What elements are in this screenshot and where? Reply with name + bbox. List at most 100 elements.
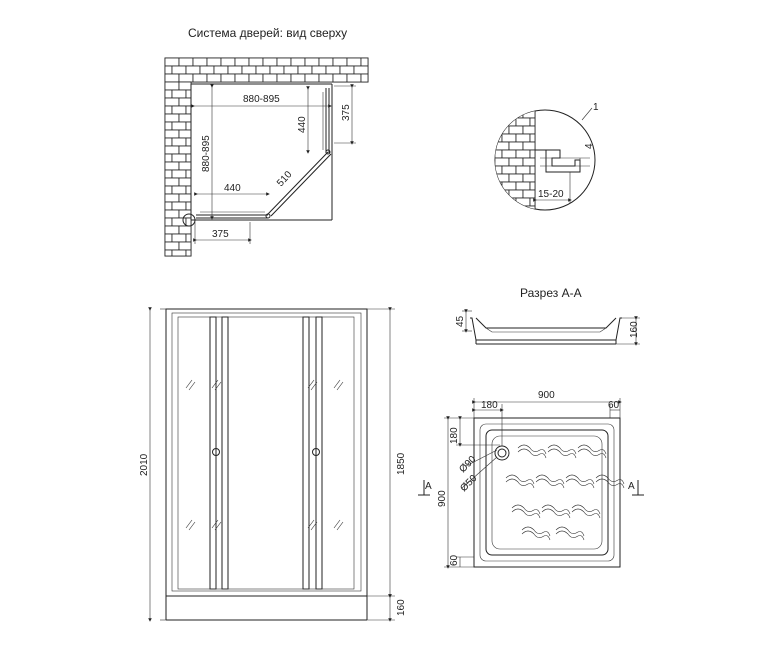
dim-tray-right-margin: 60 [608, 400, 620, 411]
brick [185, 169, 192, 179]
glass-mark [214, 521, 222, 531]
brick [171, 121, 187, 131]
glass-mark [188, 521, 196, 531]
brick [529, 197, 536, 207]
brick [164, 153, 173, 163]
brick [185, 105, 192, 115]
glass-mark [336, 381, 344, 391]
brick [178, 161, 192, 171]
dim-glass-height: 1850 [396, 452, 407, 475]
brick [178, 177, 192, 187]
dim-drain-inner: Ø50 [458, 473, 479, 494]
brick [164, 241, 180, 251]
brick [522, 125, 536, 135]
brick [164, 217, 173, 227]
brick [164, 249, 173, 257]
dim-tray-depth: 900 [437, 490, 448, 507]
brick [248, 57, 264, 67]
brick [164, 201, 173, 211]
brick [515, 165, 531, 175]
detail-profile: 15-20 [538, 189, 564, 200]
profile-detail: 1 4 15-20 [494, 102, 599, 211]
wave-line [571, 504, 601, 515]
glass-mark [211, 519, 219, 529]
glass-mark [336, 521, 344, 531]
brick [529, 149, 536, 159]
wave-line [577, 444, 607, 455]
brick [171, 249, 187, 257]
brick [234, 73, 250, 83]
brick [234, 57, 250, 67]
brick [332, 73, 348, 83]
section-mark-right: A [628, 481, 635, 492]
brick [241, 65, 257, 75]
dim-tray-bottom-margin: 60 [449, 554, 460, 566]
brick [164, 81, 180, 91]
brick [318, 73, 334, 83]
brick [346, 73, 362, 83]
brick [495, 149, 503, 159]
brick [248, 73, 264, 83]
brick [297, 65, 313, 75]
brick [164, 193, 180, 203]
brick [164, 97, 180, 107]
glass-mark [307, 519, 315, 529]
brick [346, 57, 362, 67]
glass-marks [185, 379, 344, 531]
wave-line [595, 478, 625, 489]
brick [495, 197, 503, 207]
tray-dimensions: 900 180 60 900 180 60 Ø90 Ø50 A A [418, 390, 644, 569]
brick [529, 117, 536, 127]
glass-mark [310, 381, 318, 391]
wave-line [511, 504, 541, 515]
brick [220, 57, 236, 67]
wave-line [517, 448, 547, 459]
wave-line [511, 508, 541, 519]
brick [164, 73, 180, 83]
brick [515, 117, 531, 127]
brick [171, 137, 187, 147]
brick [178, 145, 192, 155]
brick [255, 65, 271, 75]
brick [495, 189, 510, 199]
brick [185, 217, 192, 227]
dim-section-right: 160 [629, 321, 640, 338]
brick [164, 113, 180, 123]
brick [276, 57, 292, 67]
tray-anti-slip-pattern [505, 444, 625, 541]
brick [360, 73, 369, 83]
brick [508, 173, 524, 183]
brick [185, 89, 192, 99]
brick [495, 117, 503, 127]
brick [522, 141, 536, 151]
brick [171, 217, 187, 227]
brick [515, 149, 531, 159]
wave-line [555, 530, 585, 541]
wave-line [565, 474, 595, 485]
brick [213, 65, 229, 75]
brick [311, 65, 327, 75]
brick [206, 73, 222, 83]
brick [339, 65, 355, 75]
wave-line [547, 448, 577, 459]
brick [164, 177, 180, 187]
brick [495, 205, 510, 210]
brick [178, 225, 192, 235]
brick [529, 165, 536, 175]
brick [522, 157, 536, 167]
brick [501, 149, 517, 159]
brick [283, 65, 299, 75]
brick [522, 205, 536, 210]
brick [318, 57, 334, 67]
glass-mark [333, 379, 341, 389]
tray-plan [473, 417, 625, 568]
brick [178, 97, 192, 107]
brick [185, 233, 192, 243]
brick [171, 201, 187, 211]
dim-opening-v: 375 [341, 104, 352, 121]
wave-line [547, 444, 577, 455]
glass-mark [185, 379, 193, 389]
brick [164, 129, 180, 139]
wave-line [535, 474, 565, 485]
brick [178, 57, 194, 67]
